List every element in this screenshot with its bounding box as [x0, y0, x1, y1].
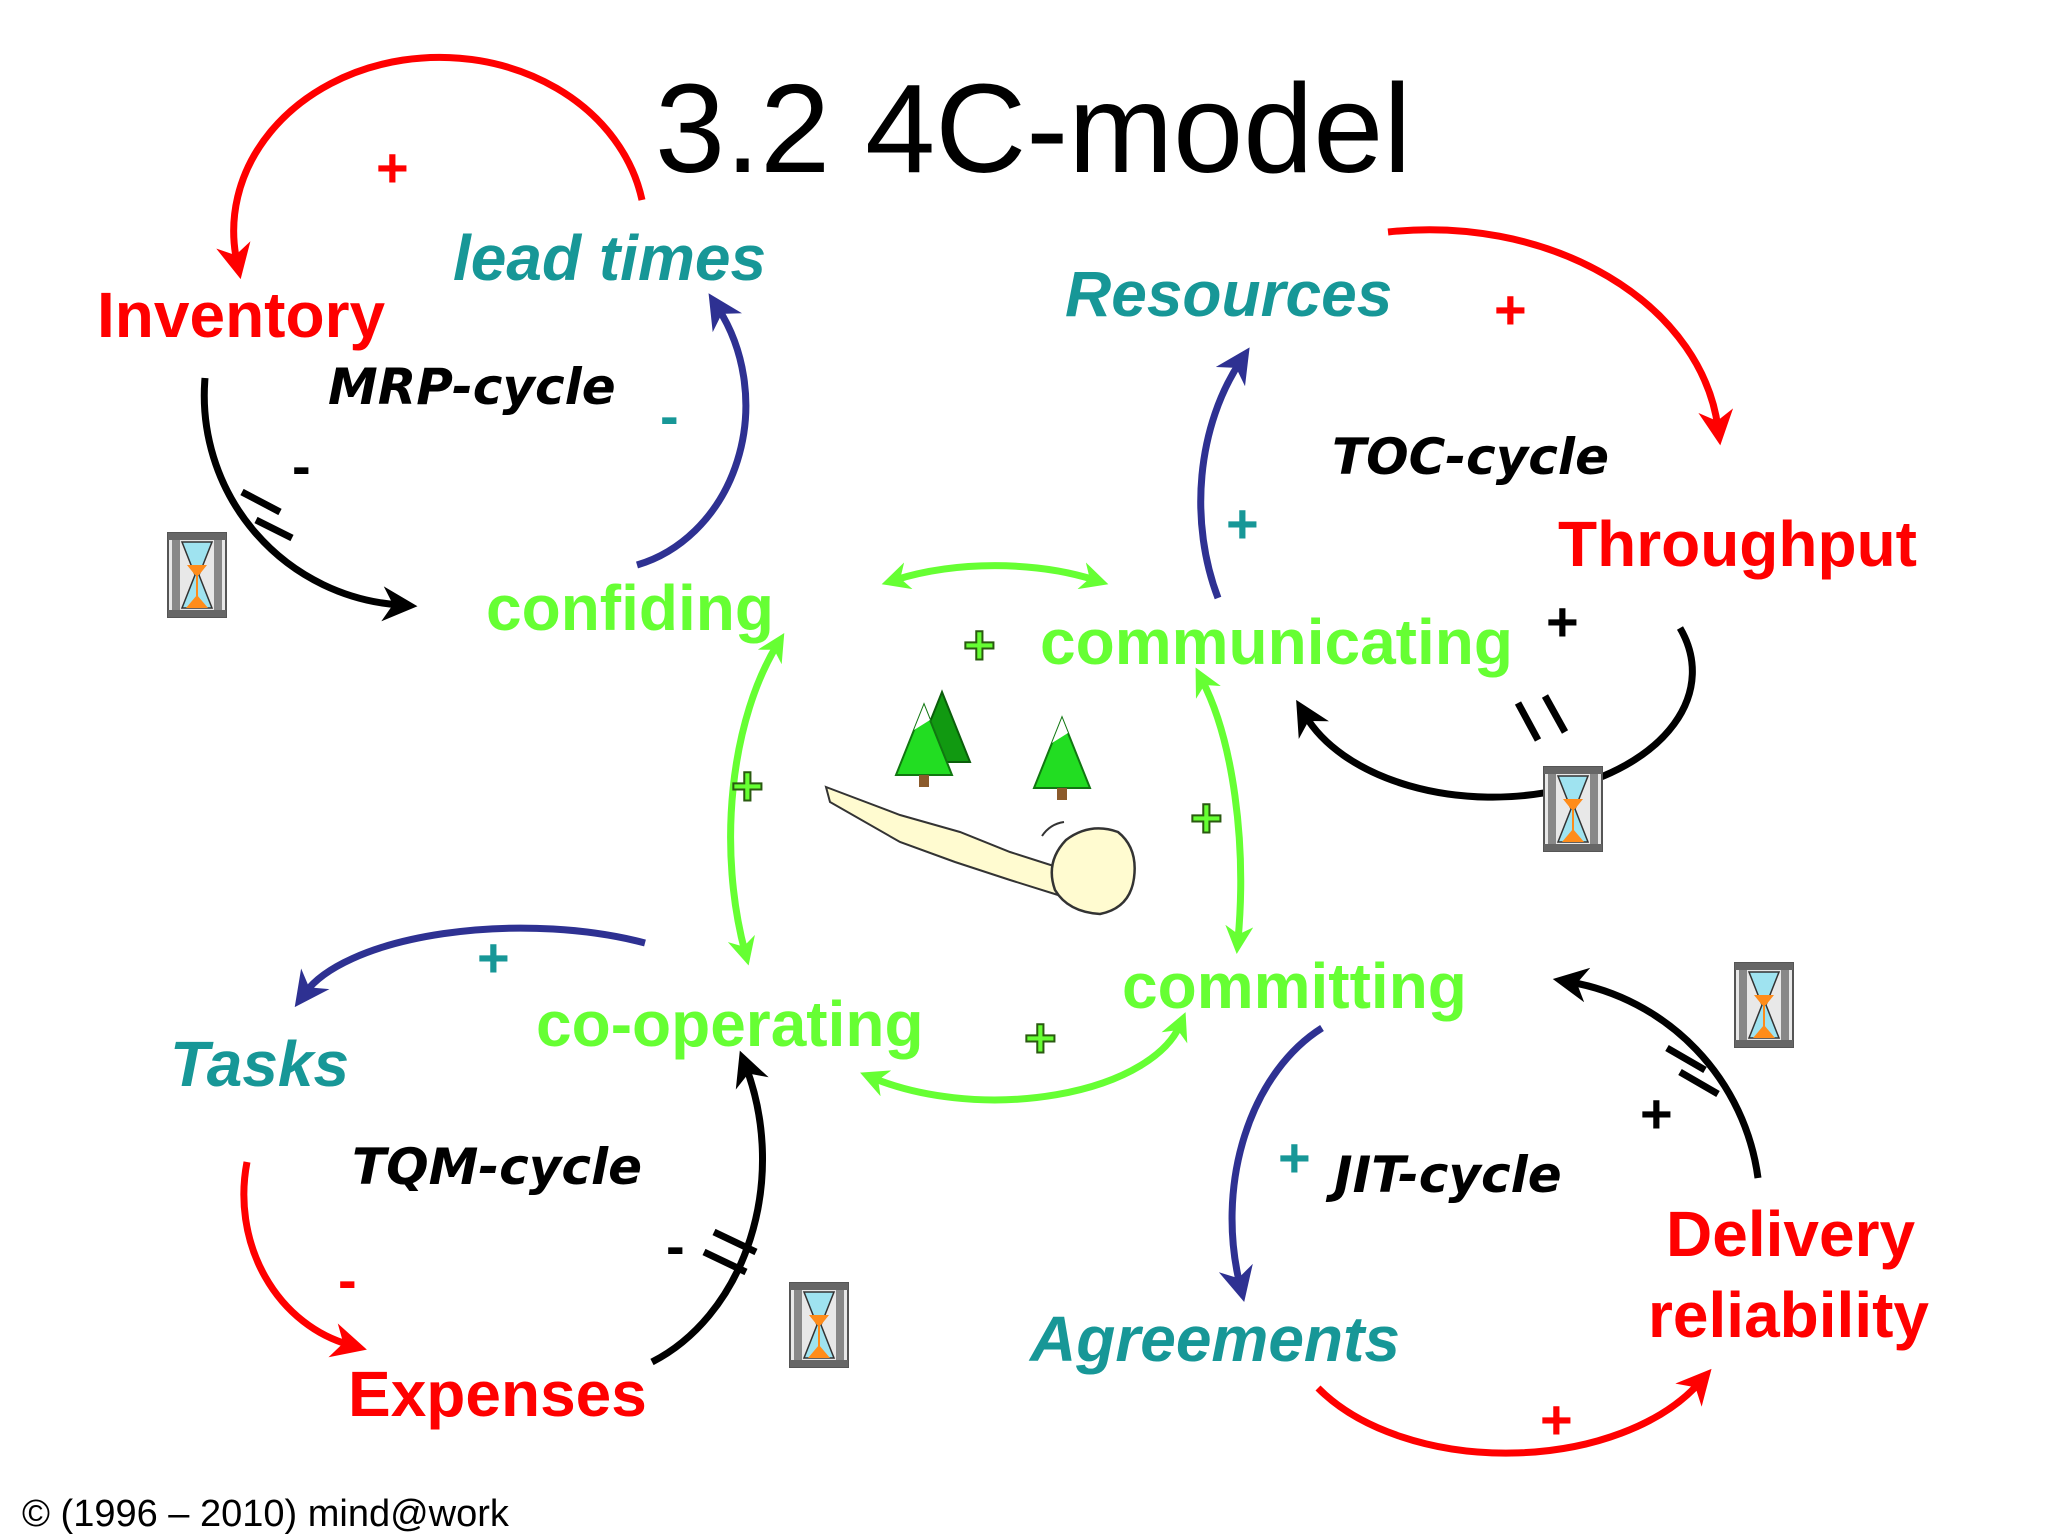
node-inventory: Inventory — [97, 279, 386, 351]
node-resources: Resources — [1065, 258, 1393, 330]
arrow-committing-to-agreements — [1218, 1025, 1324, 1302]
sign-core-top: + — [962, 613, 997, 676]
arrow-communicating-committing — [1195, 667, 1254, 954]
arrow-expenses-to-cooperating — [650, 1050, 769, 1366]
node-expenses: Expenses — [348, 1358, 647, 1430]
sign-core-right: + — [1189, 786, 1224, 849]
snow-trail — [824, 785, 1062, 897]
label-mrp-cycle: MRP-cycle — [328, 358, 616, 416]
arrow-cooperating-to-tasks — [294, 924, 646, 1008]
snowball-icon — [1050, 827, 1136, 916]
sign-tqm-right: - — [666, 1214, 685, 1277]
node-communicating: communicating — [1040, 606, 1513, 678]
tree-icon — [1033, 717, 1091, 801]
node-agreements: Agreements — [1030, 1303, 1400, 1375]
sign-jit-right: + — [1640, 1082, 1673, 1145]
arrow-resources-to-throughput — [1387, 226, 1734, 446]
arrow-agreements-to-delivery — [1315, 1368, 1712, 1457]
sign-toc-top: + — [1494, 278, 1527, 341]
node-committing: committing — [1122, 950, 1467, 1022]
sign-core-left: + — [730, 754, 765, 817]
node-reliability: reliability — [1648, 1279, 1929, 1351]
sign-mrp-top: + — [376, 136, 409, 199]
label-jit-cycle: JIT-cycle — [1334, 1146, 1562, 1204]
hourglass-icon — [789, 1282, 849, 1368]
sign-toc-left: + — [1226, 492, 1259, 555]
sign-jit-left: + — [1278, 1126, 1311, 1189]
sign-mrp-right: - — [660, 384, 679, 447]
arrow-confiding-cooperating — [727, 633, 785, 966]
hourglass-icon — [1543, 766, 1603, 852]
delay-mark-jit — [1665, 1044, 1720, 1098]
node-delivery: Delivery — [1666, 1198, 1916, 1270]
page-title: 3.2 4C-model — [655, 58, 1412, 199]
node-confiding: confiding — [486, 572, 774, 644]
arrow-leadtimes-to-inventory — [216, 53, 646, 280]
arrow-inventory-to-confiding — [200, 377, 418, 622]
sign-jit-bottom: + — [1540, 1388, 1573, 1451]
sign-tqm-left: - — [338, 1248, 357, 1311]
label-tqm-cycle: TQM-cycle — [352, 1138, 643, 1196]
sign-toc-right: + — [1546, 590, 1579, 653]
arrow-confiding-communicating — [881, 562, 1109, 590]
copyright-notice: © (1996 – 2010) mind@work — [22, 1493, 509, 1535]
node-co-operating: co-operating — [536, 988, 924, 1060]
sign-tqm-top: + — [477, 926, 510, 989]
sign-mrp-left: - — [292, 434, 311, 497]
node-throughput: Throughput — [1558, 508, 1917, 580]
node-lead-times: lead times — [453, 222, 767, 294]
hourglass-icon — [1734, 962, 1794, 1048]
arrow-delivery-to-committing — [1552, 967, 1762, 1179]
sign-core-bottom: + — [1023, 1006, 1058, 1069]
hourglass-icon — [167, 532, 227, 618]
label-toc-cycle: TOC-cycle — [1332, 428, 1609, 486]
node-tasks: Tasks — [170, 1028, 350, 1100]
delay-mark-toc — [1514, 694, 1569, 742]
motion-line — [1041, 821, 1065, 837]
delay-mark-tqm — [702, 1228, 758, 1276]
arrow-tasks-to-expenses — [240, 1161, 367, 1358]
delay-mark-mrp — [240, 488, 294, 542]
arrow-communicating-to-resources — [1197, 347, 1250, 600]
arrow-confiding-to-leadtimes — [636, 293, 750, 569]
arrow-cooperating-committing — [860, 1012, 1188, 1104]
